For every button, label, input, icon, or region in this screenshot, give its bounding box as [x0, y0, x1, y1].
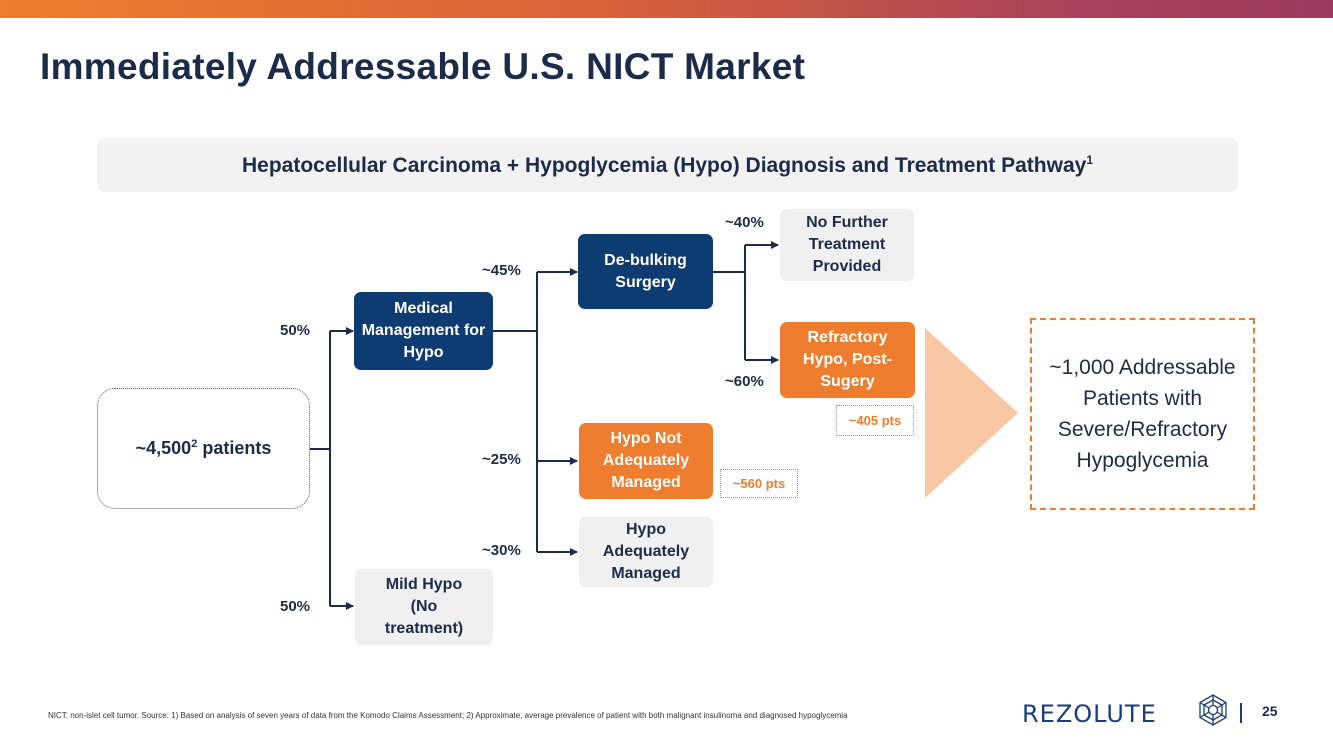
start-footnote-mark: 2: [191, 438, 198, 450]
hypo-adequately-box: Hypo Adequately Managed: [579, 517, 713, 587]
start-patients-box: ~4,5002 patients: [97, 388, 310, 509]
refractory-hypo-label: Refractory Hypo, Post-Sugery: [803, 329, 892, 390]
page-number: 25: [1262, 703, 1278, 719]
rezolute-logo-text: REZOLUTE: [1022, 700, 1157, 728]
pct-50-top: 50%: [280, 322, 311, 339]
rezolute-flower-icon: [1199, 694, 1227, 726]
banner-text: Hepatocellular Carcinoma + Hypoglycemia …: [242, 153, 1093, 178]
addressable-patients-label: ~1,000 Addressable Patients with Severe/…: [1049, 356, 1236, 472]
pathway-banner: Hepatocellular Carcinoma + Hypoglycemia …: [97, 138, 1238, 192]
banner-footnote-mark: 1: [1086, 152, 1093, 167]
debulking-surgery-box: De-bulking Surgery: [578, 234, 713, 309]
pts-560-badge: ~560 pts: [720, 469, 798, 498]
debulking-surgery-label: De-bulking Surgery: [604, 251, 687, 291]
mild-hypo-box: Mild Hypo (No treatment): [355, 569, 493, 645]
hypo-not-adequately-label: Hypo Not Adequately Managed: [602, 430, 690, 491]
pct-45: ~45%: [482, 262, 521, 279]
no-further-treatment-box: No Further Treatment Provided: [780, 209, 914, 281]
start-count: ~4,500: [135, 438, 192, 458]
refractory-hypo-box: Refractory Hypo, Post-Sugery: [780, 322, 915, 398]
logo-separator: [1240, 703, 1242, 723]
hypo-adequately-label: Hypo Adequately Managed: [602, 521, 690, 582]
addressable-patients-box: ~1,000 Addressable Patients with Severe/…: [1030, 318, 1255, 510]
medical-management-box: Medical Management for Hypo: [354, 292, 493, 370]
pct-25: ~25%: [482, 451, 521, 468]
hypo-not-adequately-box: Hypo Not Adequately Managed: [579, 423, 713, 499]
pct-30: ~30%: [482, 542, 521, 559]
start-patients-label: ~4,5002 patients: [136, 438, 272, 459]
pct-50-bottom: 50%: [280, 598, 311, 615]
start-suffix: patients: [197, 438, 272, 458]
funnel-arrow: [925, 328, 1018, 498]
banner-label: Hepatocellular Carcinoma + Hypoglycemia …: [241, 153, 1087, 177]
pts-405-badge: ~405 pts: [836, 405, 914, 436]
footnote: NICT: non-islet cell tumor. Source: 1) B…: [48, 711, 848, 720]
slide-title: Immediately Addressable U.S. NICT Market: [40, 46, 806, 87]
mild-hypo-label: Mild Hypo (No treatment): [384, 576, 464, 637]
medical-management-label: Medical Management for Hypo: [361, 300, 486, 361]
top-accent-bar: [0, 0, 1333, 18]
pct-60: ~60%: [725, 373, 764, 390]
pct-40: ~40%: [725, 214, 764, 231]
no-further-treatment-label: No Further Treatment Provided: [806, 214, 888, 275]
